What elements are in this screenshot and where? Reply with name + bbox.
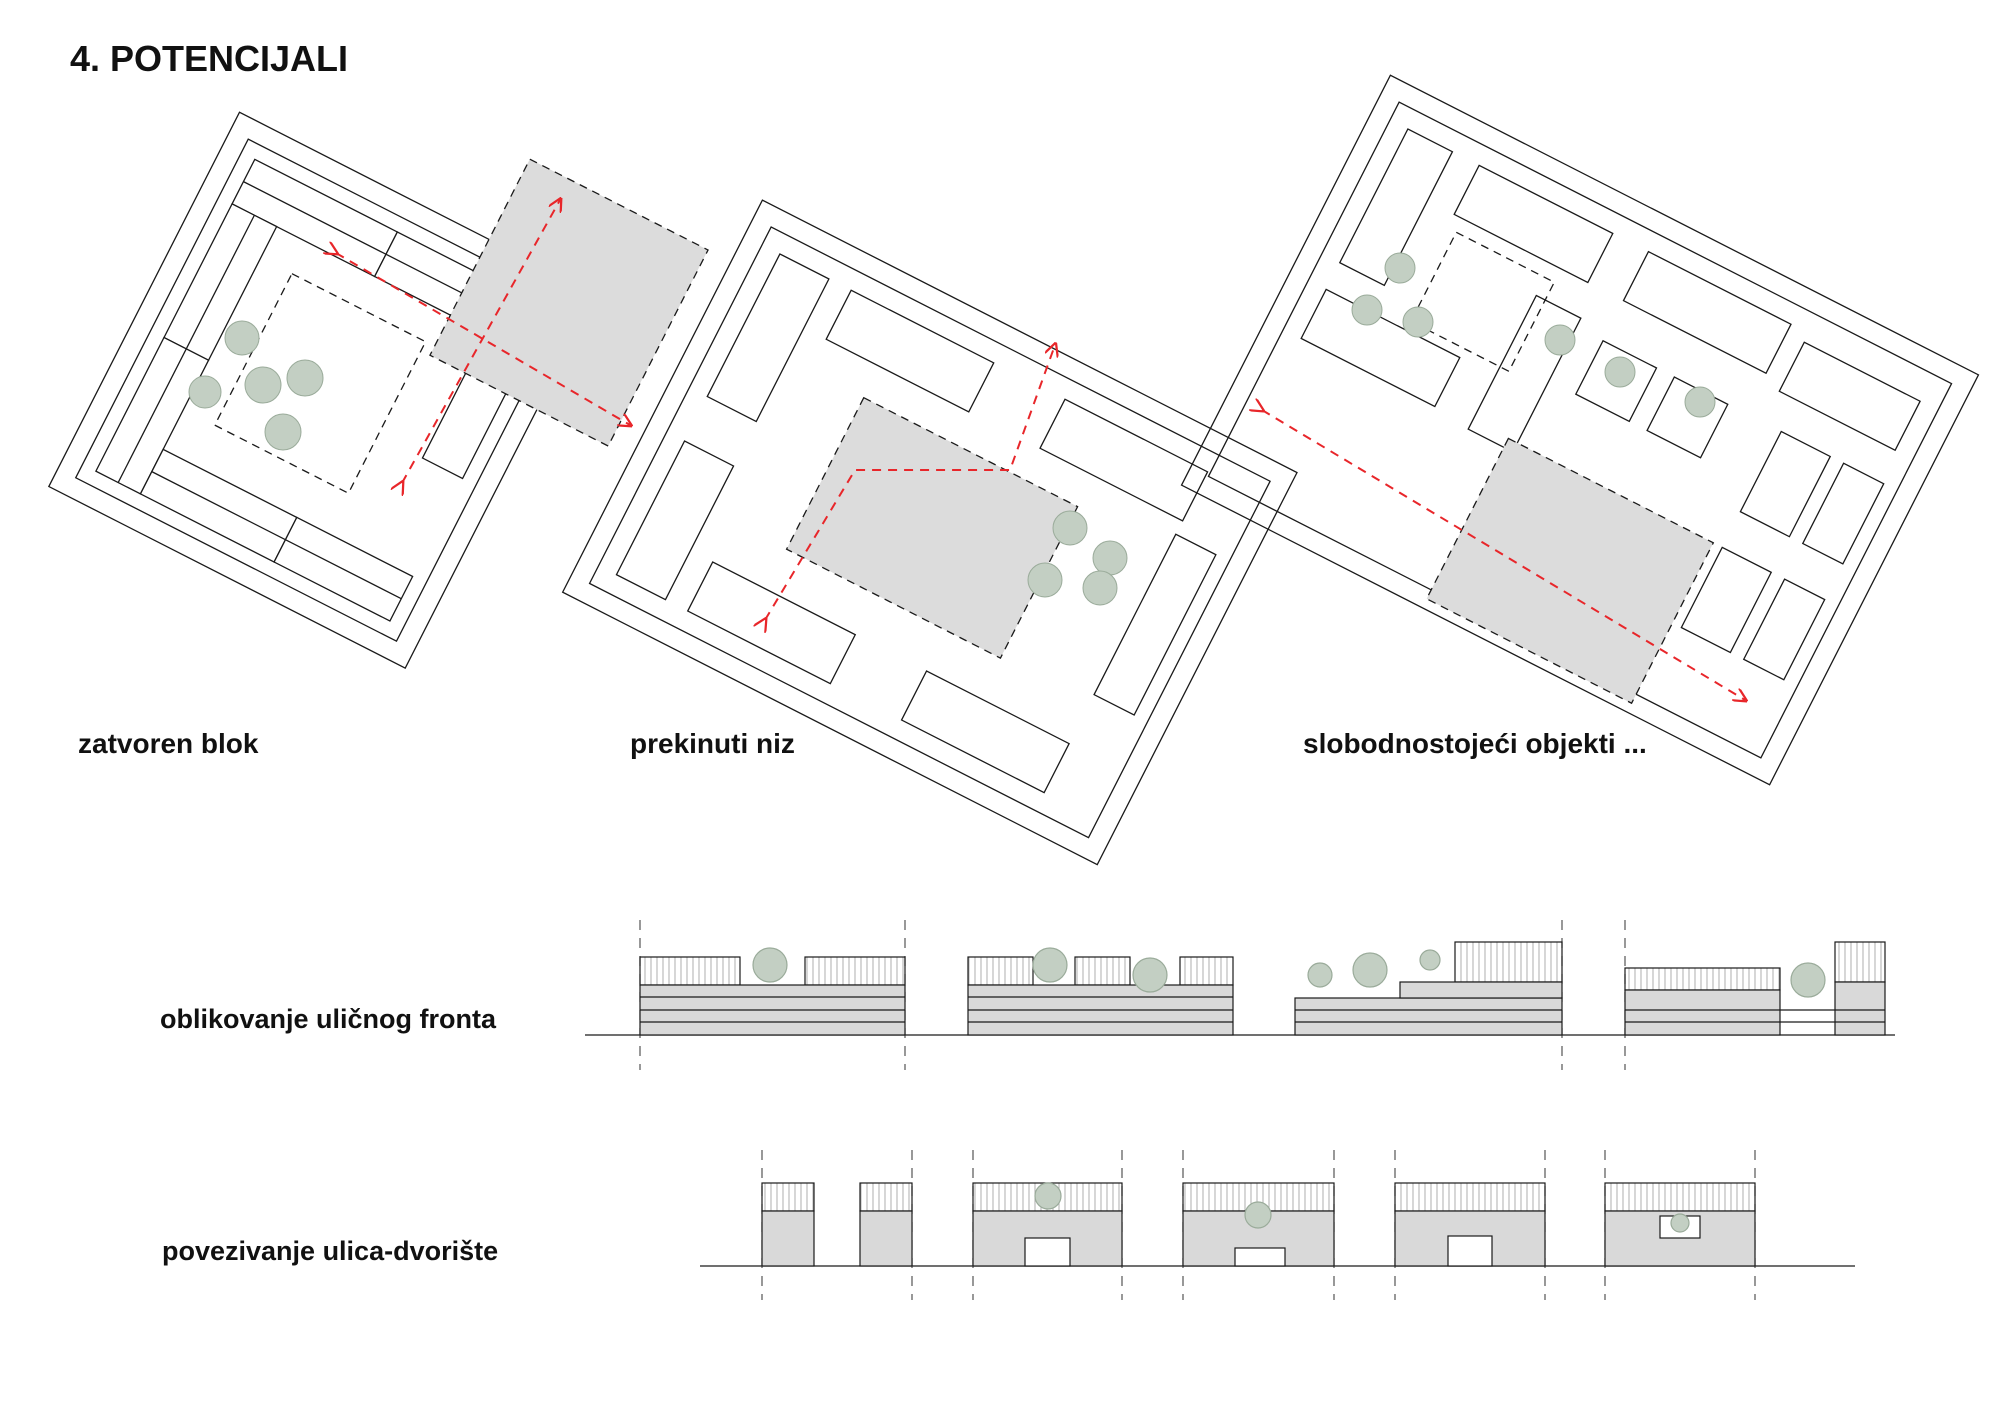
plaza [1425,437,1715,705]
axonometric-broken-row [561,199,1298,866]
section-link-2 [972,1182,1123,1267]
row-label-street-courtyard: povezivanje ulica-dvorište [162,1236,499,1266]
section-front-3 [1294,941,1563,1036]
pedestrian-routes [765,345,1055,620]
caption-closed-block: zatvoren blok [78,728,259,759]
plaza [785,396,1079,659]
courtyard-outline [1410,231,1556,373]
axonometric-free-standing [1180,74,1980,786]
sections-street-front [585,920,1895,1070]
section-front-1 [639,947,906,1036]
section-link-5 [1604,1182,1756,1267]
row-buildings [615,253,1217,794]
axonometric-closed-block [47,111,709,669]
pedestrian-routes [1262,410,1745,700]
section-front-4 [1624,941,1886,1036]
pedestrian-routes [336,200,630,483]
section-link-1 [761,1182,913,1267]
sections-street-courtyard [700,1150,1855,1300]
caption-broken-row: prekinuti niz [630,728,795,759]
perimeter-buildings [95,158,550,622]
courtyard-trees [188,320,324,451]
free-standing-buildings [1300,128,1921,681]
section-link-3 [1182,1182,1335,1267]
section-link-4 [1394,1182,1546,1267]
row-label-street-front: oblikovanje uličnog fronta [160,1004,497,1034]
page-title: 4. POTENCIJALI [70,38,349,79]
street-outline [561,199,1298,866]
section-front-2 [967,947,1234,1036]
caption-free-standing: slobodnostojeći objekti ... [1303,728,1647,759]
